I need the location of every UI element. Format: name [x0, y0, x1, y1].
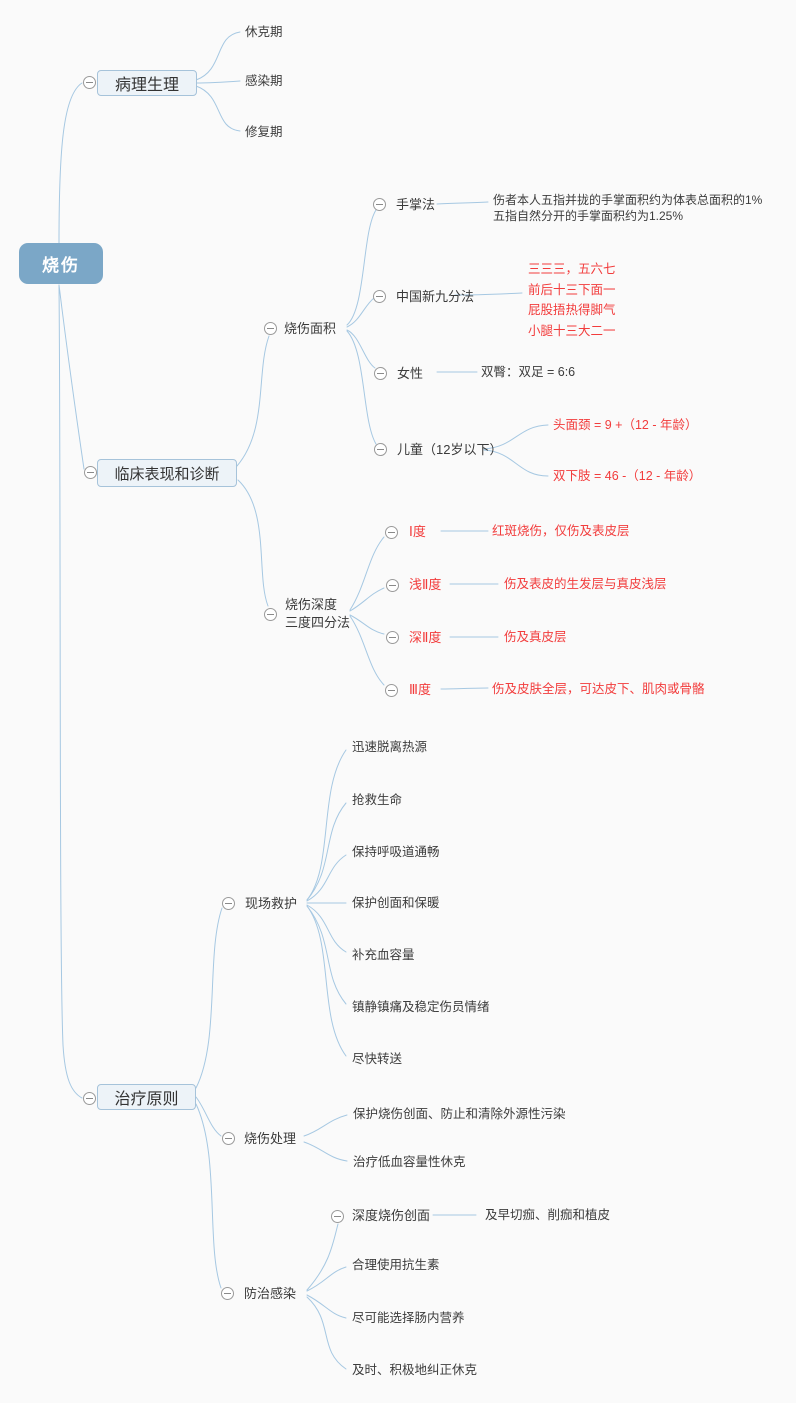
desc-degree-2-deep[interactable]: 伤及真皮层 [504, 630, 567, 644]
note-child-legs-formula[interactable]: 双下肢 = 46 -（12 - 年龄） [553, 469, 702, 483]
leaf-infection-item[interactable]: 及时、积极地纠正休克 [352, 1363, 478, 1377]
node-burn-area[interactable]: 烧伤面积 [284, 321, 337, 336]
note-nines-mnemonic[interactable]: 三三三，五六七 前后十三下面一 屁股捂热得脚气 小腿十三大二一 [528, 259, 616, 341]
collapse-icon-deep-wound[interactable] [331, 1210, 344, 1223]
collapse-icon-depth[interactable] [264, 608, 277, 621]
collapse-icon-clinical[interactable] [84, 466, 97, 479]
leaf-wound-item[interactable]: 保护烧伤创面、防止和清除外源性污染 [353, 1107, 566, 1121]
mnemonic-line2: 前后十三下面一 [528, 282, 616, 297]
desc-degree-3[interactable]: 伤及皮肤全层，可达皮下、肌肉或骨骼 [492, 682, 705, 696]
collapse-icon-degree1[interactable] [385, 526, 398, 539]
collapse-icon-degree2[interactable] [386, 579, 399, 592]
collapse-icon-degree3[interactable] [386, 631, 399, 644]
mnemonic-line3: 屁股捂热得脚气 [528, 303, 616, 317]
leaf-infection-item[interactable]: 合理使用抗生素 [352, 1258, 440, 1272]
depth-label-line2: 三度四分法 [285, 615, 351, 630]
leaf-onsite-step[interactable]: 镇静镇痛及稳定伤员情绪 [352, 1000, 490, 1014]
collapse-icon-wound[interactable] [222, 1132, 235, 1145]
node-palm-method[interactable]: 手掌法 [396, 197, 436, 212]
node-deep-burn-wound[interactable]: 深度烧伤创面 [352, 1208, 431, 1223]
node-children-under-12[interactable]: 儿童（12岁以下） [397, 442, 503, 457]
collapse-icon-degree4[interactable] [385, 684, 398, 697]
collapse-icon-nines[interactable] [373, 290, 386, 303]
node-infection-control[interactable]: 防治感染 [244, 1286, 297, 1301]
branch-treatment[interactable]: 治疗原则 [97, 1084, 196, 1110]
leaf-repair-phase[interactable]: 修复期 [245, 125, 283, 139]
leaf-wound-item[interactable]: 治疗低血容量性休克 [353, 1155, 466, 1169]
node-onsite-rescue[interactable]: 现场救护 [245, 896, 298, 911]
note-female-ratio[interactable]: 双臀：双足 = 6:6 [481, 365, 576, 379]
node-burn-depth[interactable]: 烧伤深度 三度四分法 [285, 596, 350, 632]
leaf-infection-phase[interactable]: 感染期 [245, 74, 283, 88]
note-palm-line2: 五指自然分开的手掌面积约为1.25% [493, 209, 684, 223]
node-female[interactable]: 女性 [397, 366, 424, 381]
leaf-shock-phase[interactable]: 休克期 [245, 25, 283, 39]
mnemonic-line4: 小腿十三大二一 [528, 323, 616, 338]
collapse-icon-female[interactable] [374, 367, 387, 380]
mnemonic-line1: 三三三，五六七 [528, 262, 616, 276]
leaf-onsite-step[interactable]: 保持呼吸道通畅 [352, 845, 440, 859]
node-rule-of-nines[interactable]: 中国新九分法 [396, 289, 475, 304]
leaf-onsite-step[interactable]: 迅速脱离热源 [352, 740, 428, 754]
collapse-icon-area[interactable] [264, 322, 277, 335]
note-palm-line1: 伤者本人五指并拢的手掌面积约为体表总面积的1% [493, 193, 763, 207]
node-wound-management[interactable]: 烧伤处理 [244, 1131, 297, 1146]
root-node-burn[interactable]: 烧伤 [19, 243, 103, 284]
collapse-icon-palm[interactable] [373, 198, 386, 211]
leaf-onsite-step[interactable]: 保护创面和保暖 [352, 896, 440, 910]
collapse-icon-infection[interactable] [221, 1287, 234, 1300]
depth-label-line1: 烧伤深度 [285, 597, 338, 612]
note-child-head-formula[interactable]: 头面颈 = 9 +（12 - 年龄） [553, 418, 698, 432]
leaf-onsite-step[interactable]: 尽快转送 [352, 1052, 403, 1066]
node-degree-3[interactable]: Ⅲ度 [409, 682, 431, 697]
node-degree-1[interactable]: Ⅰ度 [409, 524, 426, 539]
leaf-infection-item[interactable]: 尽可能选择肠内营养 [352, 1311, 465, 1325]
collapse-icon-pathophysiology[interactable] [83, 76, 96, 89]
node-degree-2-superficial[interactable]: 浅Ⅱ度 [409, 577, 442, 592]
collapse-icon-onsite[interactable] [222, 897, 235, 910]
collapse-icon-child[interactable] [374, 443, 387, 456]
branch-pathophysiology[interactable]: 病理生理 [97, 70, 197, 96]
leaf-onsite-step[interactable]: 补充血容量 [352, 948, 415, 962]
collapse-icon-treatment[interactable] [83, 1092, 96, 1105]
leaf-onsite-step[interactable]: 抢救生命 [352, 793, 403, 807]
desc-degree-1[interactable]: 红斑烧伤，仅伤及表皮层 [492, 524, 630, 538]
branch-clinical[interactable]: 临床表现和诊断 [97, 459, 237, 487]
note-deep-burn-wound[interactable]: 及早切痂、削痂和植皮 [485, 1208, 611, 1222]
desc-degree-2-superficial[interactable]: 伤及表皮的生发层与真皮浅层 [504, 577, 667, 591]
node-degree-2-deep[interactable]: 深Ⅱ度 [409, 630, 442, 645]
note-palm-method[interactable]: 伤者本人五指并拢的手掌面积约为体表总面积的1% 五指自然分开的手掌面积约为1.2… [493, 192, 762, 224]
